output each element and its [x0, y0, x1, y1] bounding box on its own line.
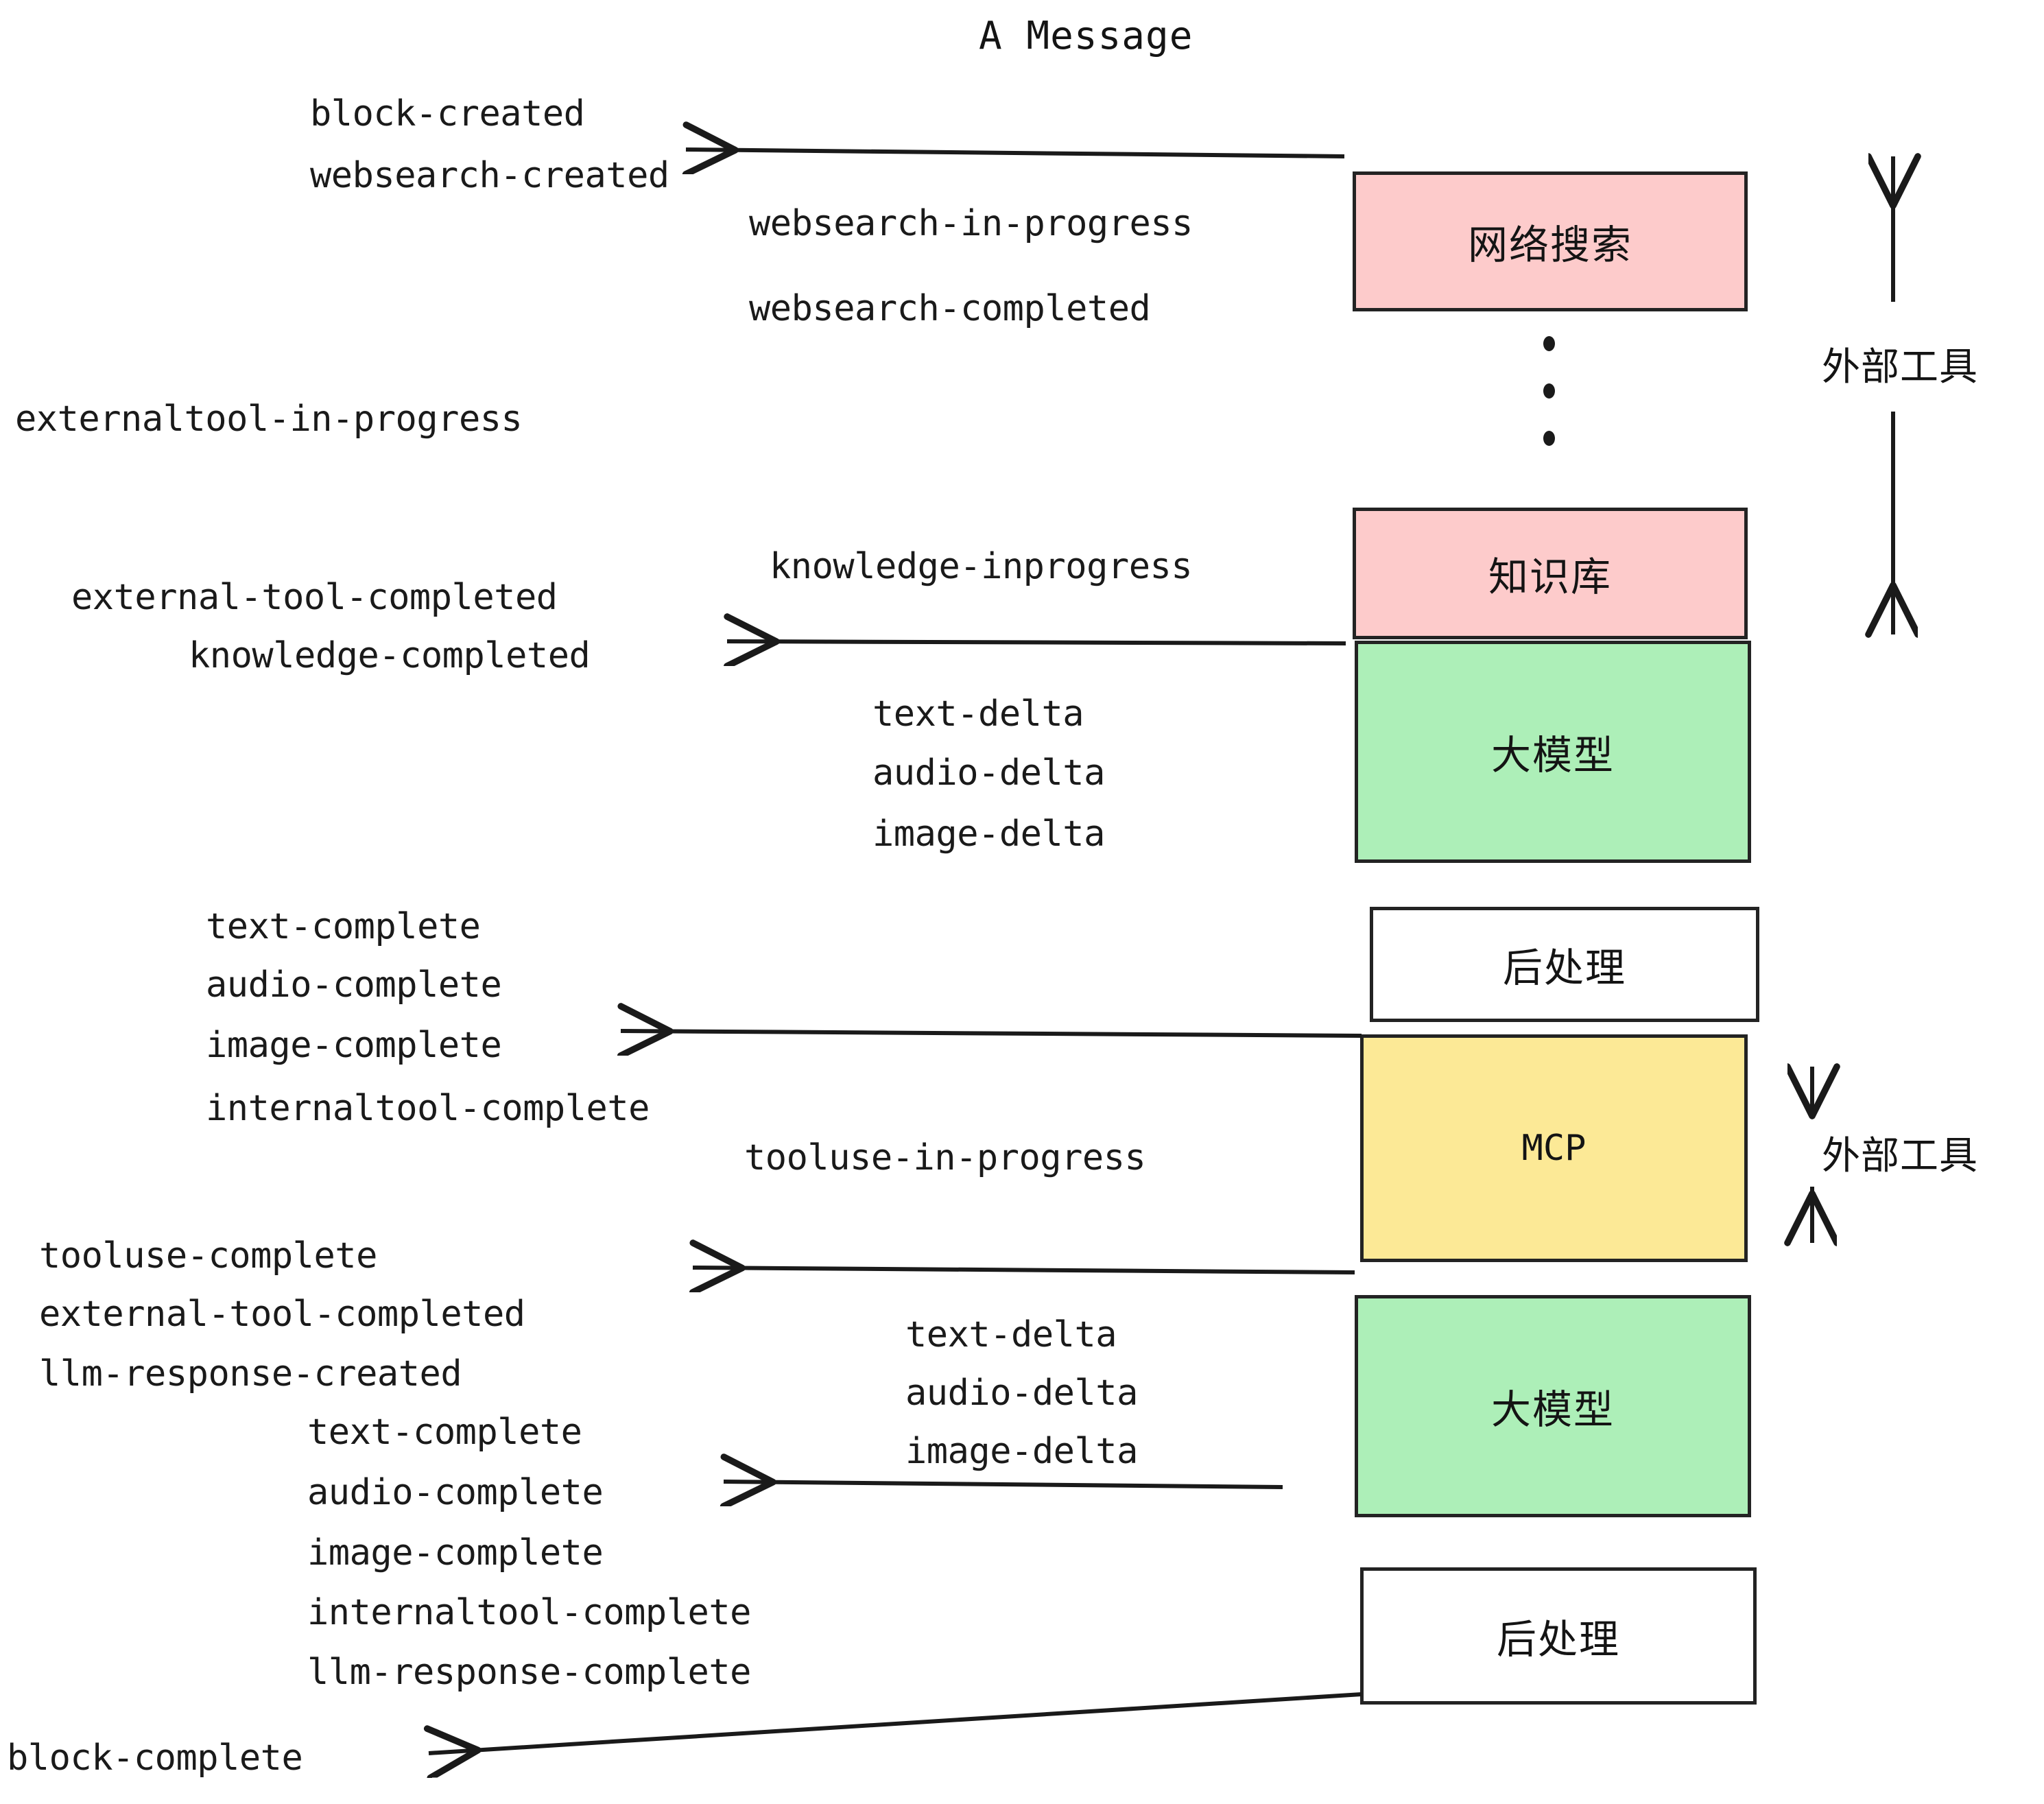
event-label: external-tool-completed — [71, 577, 558, 618]
event-label: text-delta — [872, 693, 1084, 735]
event-label: llm-response-complete — [307, 1652, 751, 1693]
arrow-block-complete — [429, 1692, 1362, 1753]
node-mcp[interactable]: MCP — [1360, 1034, 1748, 1262]
node-web-search[interactable]: 网络搜索 — [1353, 171, 1748, 311]
event-label: internaltool-complete — [307, 1592, 751, 1633]
arrow-knowledge-completed — [727, 641, 1346, 643]
node-label: 大模型 — [1490, 1386, 1615, 1433]
event-label: text-complete — [307, 1412, 582, 1453]
node-llm-2[interactable]: 大模型 — [1355, 1295, 1751, 1517]
event-label: image-delta — [872, 814, 1105, 855]
node-knowledge-base[interactable]: 知识库 — [1353, 508, 1748, 639]
event-label: tooluse-complete — [39, 1235, 377, 1277]
arrow-image-complete — [621, 1031, 1362, 1036]
event-label: audio-complete — [206, 964, 502, 1006]
event-label: text-delta — [905, 1314, 1117, 1355]
node-label: 网络搜索 — [1467, 222, 1632, 268]
event-label: external-tool-completed — [39, 1294, 525, 1335]
vertical-ellipsis — [1542, 336, 1556, 446]
arrow-tooluse-complete — [693, 1268, 1355, 1272]
node-label: 大模型 — [1490, 732, 1615, 779]
node-llm-1[interactable]: 大模型 — [1355, 641, 1751, 863]
event-label: websearch-completed — [749, 288, 1151, 329]
event-label: audio-complete — [307, 1472, 604, 1513]
event-label: websearch-in-progress — [749, 203, 1193, 244]
event-label: knowledge-completed — [189, 635, 591, 676]
page-title: A Message — [979, 14, 1193, 58]
arrow-websearch-created — [686, 150, 1345, 156]
external-tool-label-bottom: 外部工具 — [1822, 1134, 1978, 1178]
event-label: knowledge-inprogress — [770, 546, 1193, 587]
node-label: 后处理 — [1502, 945, 1626, 991]
event-label: image-delta — [905, 1431, 1138, 1472]
event-label: block-complete — [7, 1737, 303, 1779]
event-label: image-complete — [307, 1532, 604, 1574]
event-label: audio-delta — [872, 752, 1105, 794]
event-label: llm-response-created — [39, 1353, 462, 1394]
event-label: block-created — [310, 93, 585, 134]
node-label: 知识库 — [1488, 554, 1612, 600]
node-postprocess-2[interactable]: 后处理 — [1360, 1567, 1757, 1705]
event-label: text-complete — [206, 906, 481, 947]
event-label: tooluse-in-progress — [744, 1137, 1146, 1178]
node-label: MCP — [1521, 1128, 1587, 1169]
node-postprocess-1[interactable]: 后处理 — [1370, 907, 1759, 1022]
node-label: 后处理 — [1496, 1616, 1620, 1663]
event-label: websearch-created — [310, 155, 669, 196]
external-tool-label-top: 外部工具 — [1822, 345, 1978, 390]
arrow-audio-complete — [724, 1482, 1283, 1487]
event-label: internaltool-complete — [206, 1088, 650, 1129]
event-label: image-complete — [206, 1025, 502, 1066]
event-label: externaltool-in-progress — [15, 399, 523, 440]
event-label: audio-delta — [905, 1373, 1138, 1414]
